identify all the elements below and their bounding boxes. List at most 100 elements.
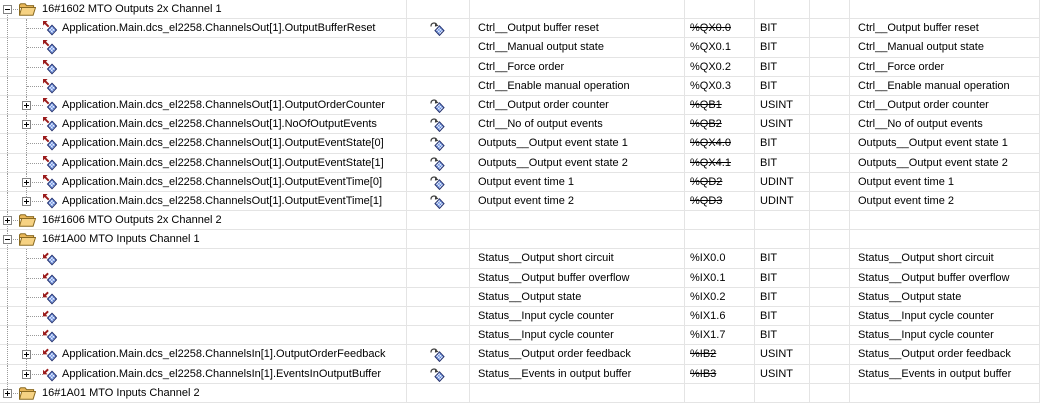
output-arrow — [43, 78, 50, 86]
type-cell: USINT — [755, 364, 810, 383]
table-row[interactable]: Application.Main.dcs_el2258.ChannelsOut[… — [0, 134, 1040, 154]
variable-tree-cell[interactable] — [0, 268, 407, 287]
address-cell[interactable]: %QX0.3 — [685, 76, 755, 95]
variable-tree-cell[interactable]: 16#1602 MTO Outputs 2x Channel 1 — [0, 0, 407, 19]
address-cell[interactable]: %QX0.1 — [685, 38, 755, 57]
description-cell — [850, 211, 1040, 230]
expander-toggle[interactable] — [22, 196, 31, 206]
default-value-cell — [810, 57, 850, 76]
table-row[interactable]: Ctrl__Force order %QX0.2 BIT Ctrl__Force… — [0, 57, 1040, 77]
expander-toggle[interactable] — [3, 235, 12, 245]
variable-tree-cell[interactable] — [0, 326, 407, 345]
expander-toggle[interactable] — [3, 388, 12, 398]
table-row[interactable]: Application.Main.dcs_el2258.ChannelsOut[… — [0, 172, 1040, 192]
variable-tree-cell[interactable]: Application.Main.dcs_el2258.ChannelsOut[… — [0, 172, 407, 191]
expander-toggle[interactable] — [22, 369, 31, 379]
address-cell[interactable]: %QD3 — [685, 191, 755, 211]
input-arrow — [43, 253, 49, 259]
variable-tree-cell[interactable]: 16#1606 MTO Outputs 2x Channel 2 — [0, 211, 407, 230]
variable-tree-cell[interactable]: Application.Main.dcs_el2258.ChannelsIn[1… — [0, 364, 407, 383]
description-cell: Ctrl__Output order counter — [850, 95, 1040, 115]
table-row[interactable]: Application.Main.dcs_el2258.ChannelsOut[… — [0, 115, 1040, 135]
variable-label: Application.Main.dcs_el2258.ChannelsOut[… — [62, 98, 385, 111]
table-row[interactable]: Application.Main.dcs_el2258.ChannelsOut[… — [0, 153, 1040, 173]
table-row[interactable]: 16#1606 MTO Outputs 2x Channel 2 — [0, 211, 1040, 231]
expander-toggle[interactable] — [22, 350, 31, 360]
description-cell: Output event time 1 — [850, 172, 1040, 191]
table-row[interactable]: Ctrl__Manual output state %QX0.1 BIT Ctr… — [0, 38, 1040, 58]
expander-toggle[interactable] — [22, 177, 31, 187]
table-row[interactable]: Ctrl__Enable manual operation %QX0.3 BIT… — [0, 76, 1040, 96]
address-cell[interactable]: %QB1 — [685, 95, 755, 115]
variable-tree-cell[interactable]: Application.Main.dcs_el2258.ChannelsIn[1… — [0, 345, 407, 364]
type-cell: USINT — [755, 95, 810, 115]
variable-tree-cell[interactable]: Application.Main.dcs_el2258.ChannelsOut[… — [0, 134, 407, 153]
address-cell[interactable] — [685, 230, 755, 249]
variable-tree-cell[interactable] — [0, 249, 407, 268]
data-type: BIT — [760, 271, 778, 284]
table-row[interactable]: Status__Input cycle counter %IX1.6 BIT S… — [0, 307, 1040, 327]
expander-toggle[interactable] — [3, 5, 12, 14]
channel-cell: Ctrl__Enable manual operation — [470, 76, 685, 95]
table-row[interactable]: 16#1A01 MTO Inputs Channel 2 — [0, 383, 1040, 403]
address-cell[interactable]: %IX0.1 — [685, 268, 755, 287]
tree-branch-line — [26, 57, 27, 76]
address-cell[interactable] — [685, 0, 755, 19]
address-cell[interactable]: %QB2 — [685, 115, 755, 134]
type-cell — [755, 211, 810, 230]
table-row[interactable]: Application.Main.dcs_el2258.ChannelsOut[… — [0, 191, 1040, 212]
address-cell[interactable]: %QX0.2 — [685, 57, 755, 76]
mapped-variable-icon — [430, 367, 445, 382]
variable-tree-cell[interactable]: 16#1A01 MTO Inputs Channel 2 — [0, 383, 407, 402]
table-row[interactable]: Status__Output buffer overflow %IX0.1 BI… — [0, 268, 1040, 288]
variable-tree-cell[interactable] — [0, 57, 407, 76]
variable-tree-cell[interactable]: Application.Main.dcs_el2258.ChannelsOut[… — [0, 95, 407, 115]
variable-tree-cell[interactable]: Application.Main.dcs_el2258.ChannelsOut[… — [0, 191, 407, 211]
table-row[interactable]: Application.Main.dcs_el2258.ChannelsOut[… — [0, 19, 1040, 39]
variable-tree-cell[interactable]: Application.Main.dcs_el2258.ChannelsOut[… — [0, 153, 407, 172]
table-row[interactable]: Application.Main.dcs_el2258.ChannelsIn[1… — [0, 364, 1040, 384]
address-cell[interactable]: %IB3 — [685, 364, 755, 383]
address-cell[interactable]: %QX4.1 — [685, 153, 755, 172]
tree-connector-line — [27, 258, 43, 260]
table-row[interactable]: Status__Input cycle counter %IX1.7 BIT S… — [0, 326, 1040, 346]
variable-tree-cell[interactable] — [0, 38, 407, 57]
table-row[interactable]: Application.Main.dcs_el2258.ChannelsOut[… — [0, 95, 1040, 116]
variable-label: Application.Main.dcs_el2258.ChannelsIn[1… — [62, 348, 386, 361]
address-cell[interactable]: %IX1.7 — [685, 326, 755, 345]
variable-label: Application.Main.dcs_el2258.ChannelsOut[… — [62, 137, 384, 150]
table-row[interactable]: Status__Output short circuit %IX0.0 BIT … — [0, 249, 1040, 269]
address-value: %QX0.0 — [690, 22, 731, 35]
address-cell[interactable]: %IX0.0 — [685, 249, 755, 268]
address-cell[interactable] — [685, 383, 755, 402]
mapped-variable-icon — [430, 98, 445, 113]
address-cell[interactable]: %QX0.0 — [685, 19, 755, 38]
variable-tree-cell[interactable]: Application.Main.dcs_el2258.ChannelsOut[… — [0, 19, 407, 38]
variable-tree-cell[interactable]: Application.Main.dcs_el2258.ChannelsOut[… — [0, 115, 407, 134]
channel-name: Status__Output order feedback — [478, 348, 631, 361]
mapping-cell — [407, 38, 470, 57]
expander-toggle[interactable] — [3, 216, 12, 226]
variable-label: 16#1A00 MTO Inputs Channel 1 — [42, 233, 200, 246]
expander-toggle[interactable] — [22, 120, 31, 130]
table-row[interactable]: 16#1A00 MTO Inputs Channel 1 — [0, 230, 1040, 250]
description-cell: Outputs__Output event state 2 — [850, 153, 1040, 172]
expander-toggle[interactable] — [22, 100, 31, 110]
table-row[interactable]: 16#1602 MTO Outputs 2x Channel 1 — [0, 0, 1040, 20]
address-cell[interactable]: %QX4.0 — [685, 134, 755, 153]
address-cell[interactable] — [685, 211, 755, 230]
input-arrow — [43, 272, 49, 279]
address-cell[interactable]: %IX0.2 — [685, 287, 755, 306]
address-cell[interactable]: %IB2 — [685, 345, 755, 364]
address-cell[interactable]: %QD2 — [685, 172, 755, 191]
type-cell: UDINT — [755, 172, 810, 191]
table-row[interactable]: Application.Main.dcs_el2258.ChannelsIn[1… — [0, 345, 1040, 365]
variable-tree-cell[interactable] — [0, 307, 407, 326]
table-row[interactable]: Status__Output state %IX0.2 BIT Status__… — [0, 287, 1040, 307]
input-arrow — [43, 329, 49, 336]
data-type: BIT — [760, 310, 778, 322]
variable-tree-cell[interactable] — [0, 287, 407, 306]
address-cell[interactable]: %IX1.6 — [685, 307, 755, 326]
variable-tree-cell[interactable]: 16#1A00 MTO Inputs Channel 1 — [0, 230, 407, 249]
variable-tree-cell[interactable] — [0, 76, 407, 95]
